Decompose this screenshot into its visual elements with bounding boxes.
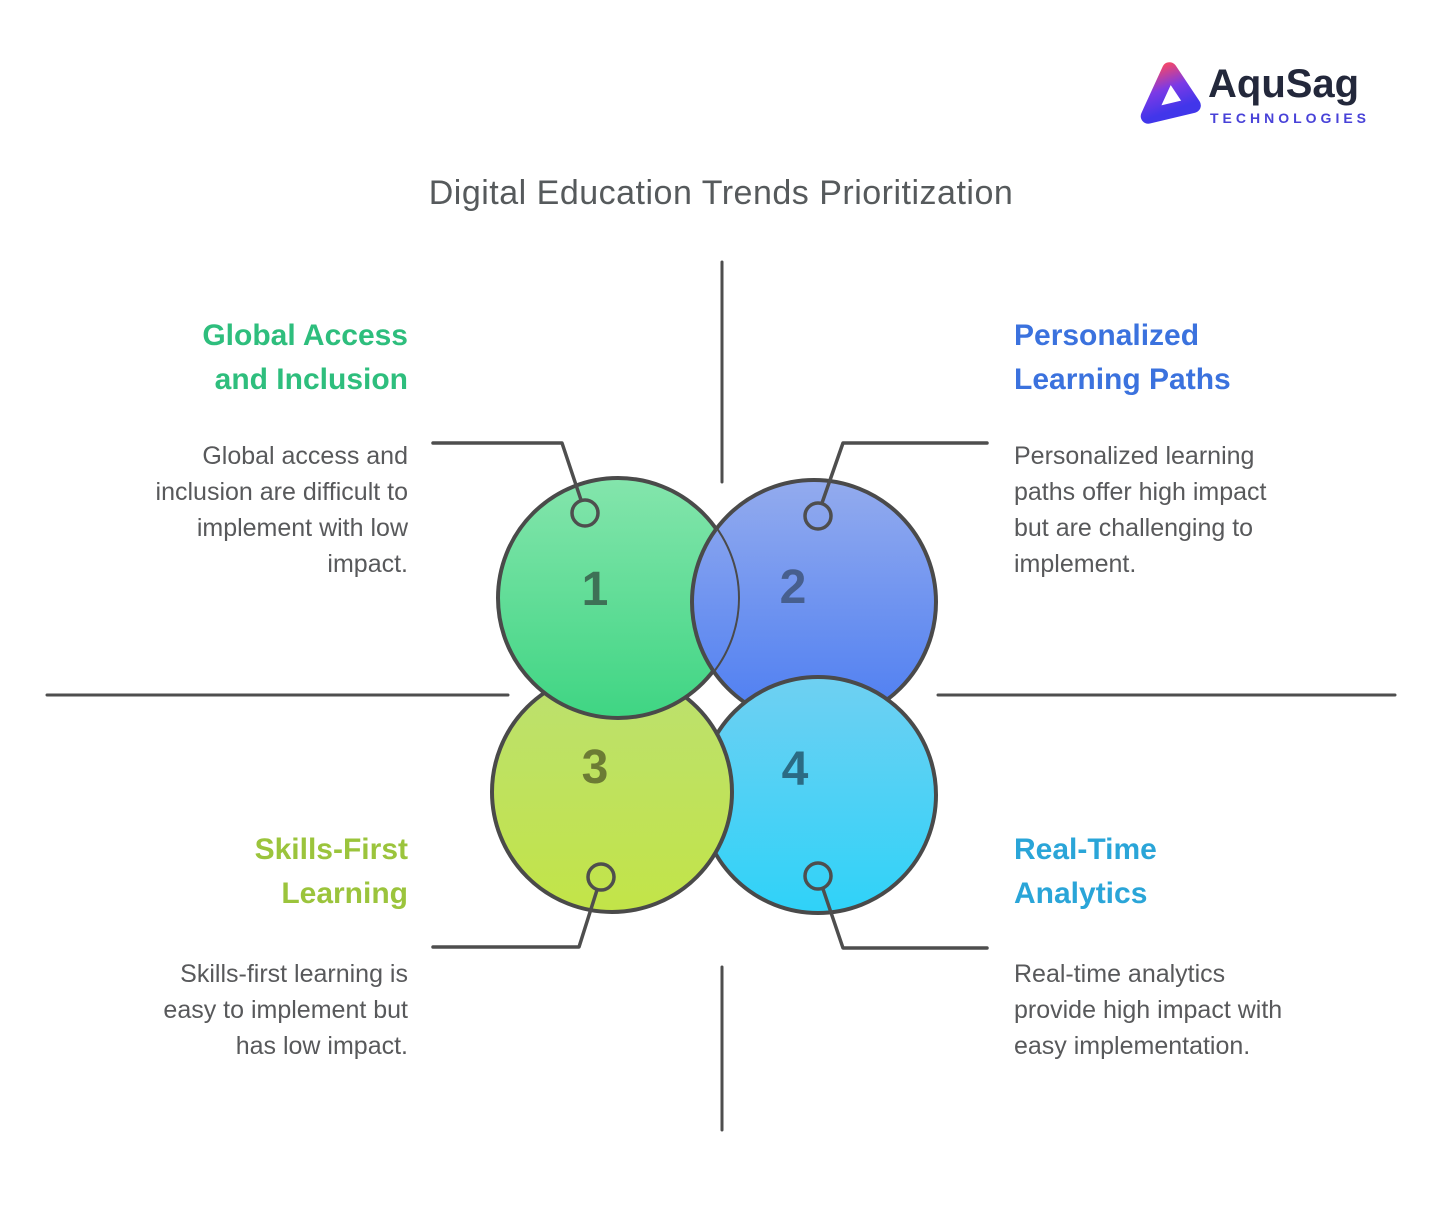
- connector-bottom-left: [431, 888, 599, 949]
- quadrant-heading-skills-first: Skills-First Learning: [254, 833, 408, 910]
- quadrant-heading-personalized-learning: Personalized Learning Paths: [1014, 319, 1231, 396]
- connector-top-left: [431, 441, 583, 502]
- connector-anchor-bottom-right: [803, 861, 833, 891]
- page-title: Digital Education Trends Prioritization: [428, 174, 1014, 212]
- connector-bottom-right: [821, 887, 989, 950]
- connector-anchor-top-right: [803, 501, 833, 531]
- brand-name: AquSag: [1208, 62, 1360, 106]
- brand-logo: AquSag TECHNOLOGIES: [1128, 56, 1400, 132]
- quadrant-heading-global-access: Global Access and Inclusion: [202, 319, 408, 396]
- quadrant-description-global-access: Global access and inclusion are difficul…: [155, 442, 408, 578]
- connector-anchor-bottom-left: [586, 862, 616, 892]
- circle-number-1: 1: [582, 563, 609, 616]
- circle-number-4: 4: [782, 743, 809, 796]
- circle-2-overlap-redraw: [690, 478, 738, 718]
- circle-number-3: 3: [582, 741, 609, 794]
- brand-logo-icon: [1140, 62, 1201, 124]
- quadrant-description-real-time-analytics: Real-time analytics provide high impact …: [1014, 960, 1283, 1060]
- quadrant-description-skills-first: Skills-first learning is easy to impleme…: [163, 960, 408, 1060]
- connector-top-right: [820, 441, 989, 505]
- quadrant-description-personalized-learning: Personalized learning paths offer high i…: [1014, 442, 1267, 578]
- quadrant-label-global-access: Global Access and Inclusion Global acces…: [36, 314, 408, 582]
- logo-triangle-ribbon: [1140, 62, 1201, 124]
- quadrant-label-skills-first: Skills-First Learning Skills-first learn…: [36, 828, 408, 1064]
- brand-tagline: TECHNOLOGIES: [1210, 110, 1371, 126]
- quadrant-label-personalized-learning: Personalized Learning Paths Personalized…: [1014, 314, 1386, 582]
- circle-number-2: 2: [780, 561, 807, 614]
- circle-4-real-time-analytics: [698, 675, 938, 915]
- quadrant-heading-real-time-analytics: Real-Time Analytics: [1014, 833, 1157, 910]
- connector-anchor-top-left: [570, 498, 600, 528]
- quadrant-label-real-time-analytics: Real-Time Analytics Real-time analytics …: [1014, 828, 1386, 1064]
